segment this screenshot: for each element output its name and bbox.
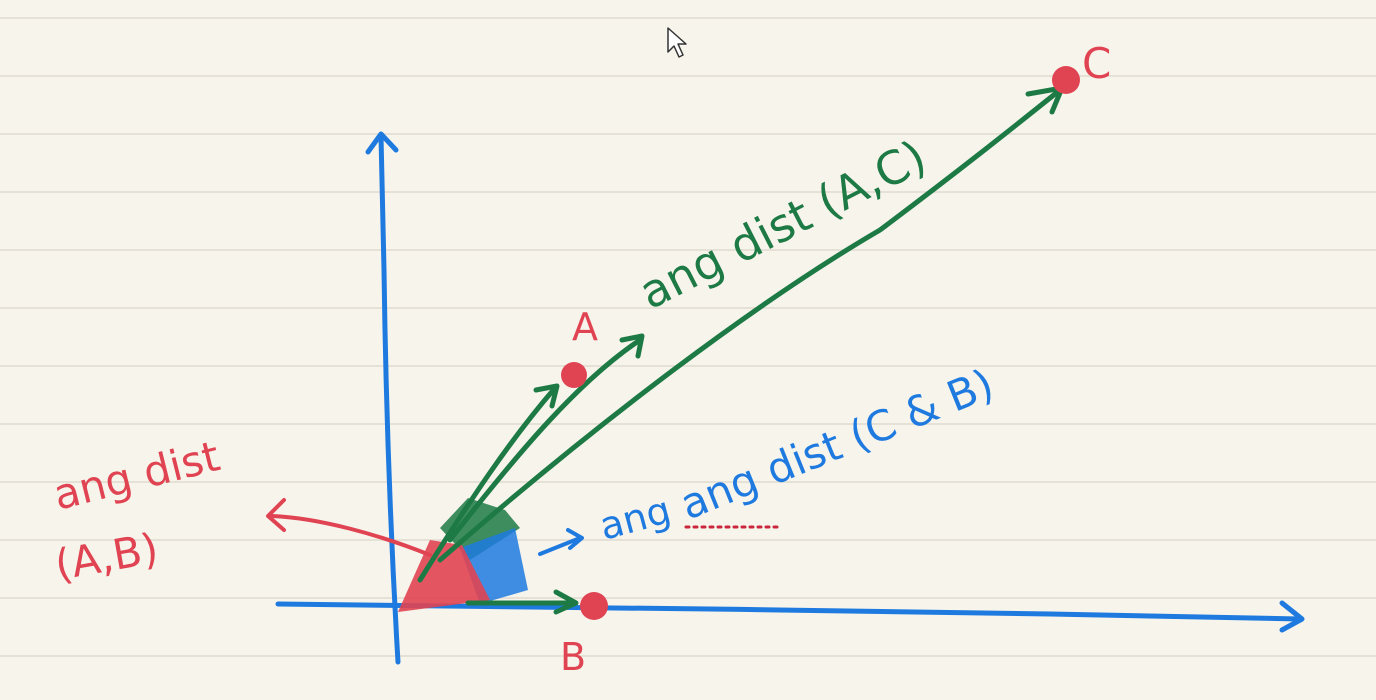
blue-pointer-arrow xyxy=(538,528,584,556)
label-angle-ab-line2: (A,B) xyxy=(51,524,162,590)
vector-to-b-arrowhead xyxy=(553,589,579,615)
vector-to-c xyxy=(437,87,1063,563)
x-axis-arrowhead xyxy=(1279,600,1305,633)
label-point-c: C xyxy=(1082,39,1111,88)
y-axis xyxy=(378,133,401,665)
label-angle-ab-line1: ang dist xyxy=(49,431,225,519)
point-a xyxy=(561,362,587,388)
label-point-a: A xyxy=(572,305,598,349)
angle-fill-red xyxy=(398,540,490,612)
vector-to-a-dist-arrowhead xyxy=(619,333,645,359)
vector-to-a-dist xyxy=(447,337,643,543)
mouse-pointer-icon xyxy=(667,27,687,58)
vector-to-a xyxy=(417,385,558,583)
point-b xyxy=(580,592,608,620)
point-c xyxy=(1052,66,1080,94)
red-pointer-arrow xyxy=(266,498,432,557)
x-axis xyxy=(275,601,1303,622)
label-point-b: B xyxy=(560,635,586,679)
coordinate-axes xyxy=(275,131,1305,665)
notebook-ruled-lines xyxy=(0,17,1376,657)
vectors xyxy=(417,85,1065,615)
vector-to-a-arrowhead xyxy=(533,383,560,409)
y-axis-arrowhead xyxy=(365,131,399,155)
label-angle-cb: ang dist (C & B) xyxy=(673,359,1000,529)
